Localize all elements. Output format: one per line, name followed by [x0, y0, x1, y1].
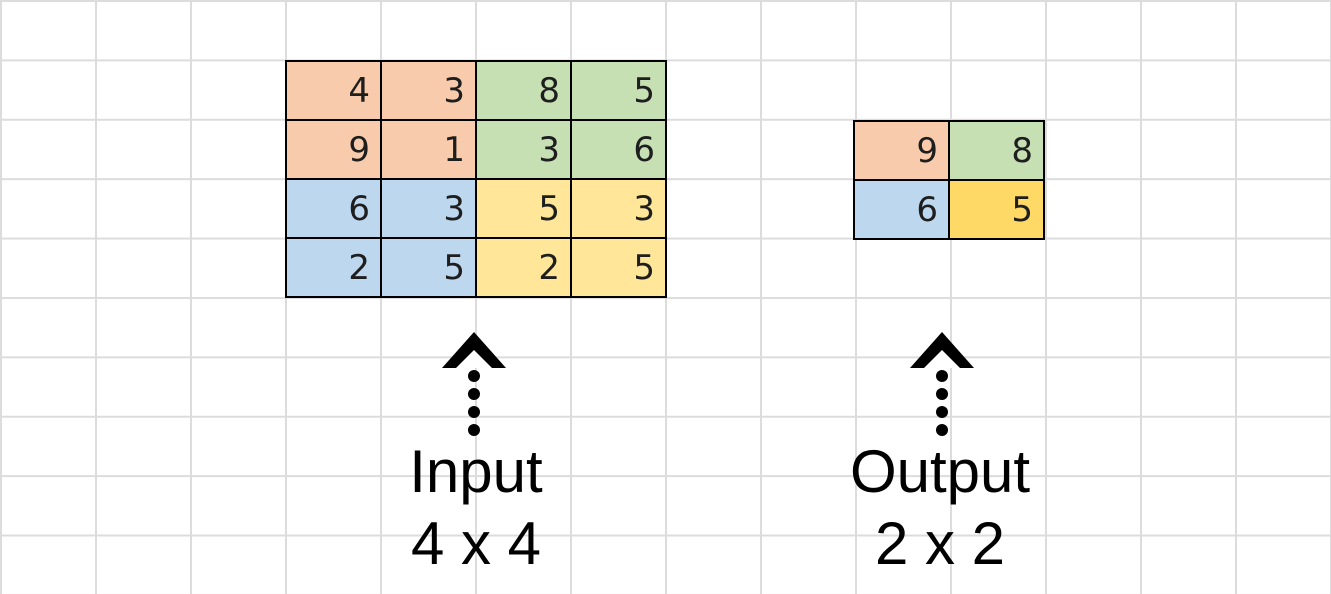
input-cell: 4: [287, 62, 380, 119]
dotted-up-arrow-icon: [910, 332, 974, 436]
output-matrix: 9 8 6 5: [853, 120, 1045, 240]
input-cell: 5: [572, 239, 665, 296]
dotted-up-arrow-icon: [442, 332, 506, 436]
output-cell: 5: [950, 181, 1043, 238]
input-cell: 2: [477, 239, 570, 296]
input-cell: 6: [287, 180, 380, 237]
output-size: 2 x 2: [874, 510, 1006, 577]
input-cell: 3: [382, 180, 475, 237]
input-cell: 8: [477, 62, 570, 119]
input-cell: 9: [287, 121, 380, 178]
input-cell: 3: [572, 180, 665, 237]
input-cell: 3: [382, 62, 475, 119]
output-caption: Output 2 x 2: [800, 436, 1080, 580]
input-size: 4 x 4: [410, 510, 542, 577]
output-label: Output: [849, 438, 1031, 505]
input-cell: 6: [572, 121, 665, 178]
output-cell: 9: [855, 122, 948, 179]
input-label: Input: [409, 438, 543, 505]
input-cell: 3: [477, 121, 570, 178]
input-cell: 5: [477, 180, 570, 237]
input-cell: 2: [287, 239, 380, 296]
input-caption: Input 4 x 4: [336, 436, 616, 580]
input-cell: 5: [572, 62, 665, 119]
output-cell: 6: [855, 181, 948, 238]
input-cell: 1: [382, 121, 475, 178]
output-cell: 8: [950, 122, 1043, 179]
input-cell: 5: [382, 239, 475, 296]
input-matrix: 4 3 8 5 9 1 3 6 6 3 5 3 2 5 2 5: [285, 60, 667, 298]
